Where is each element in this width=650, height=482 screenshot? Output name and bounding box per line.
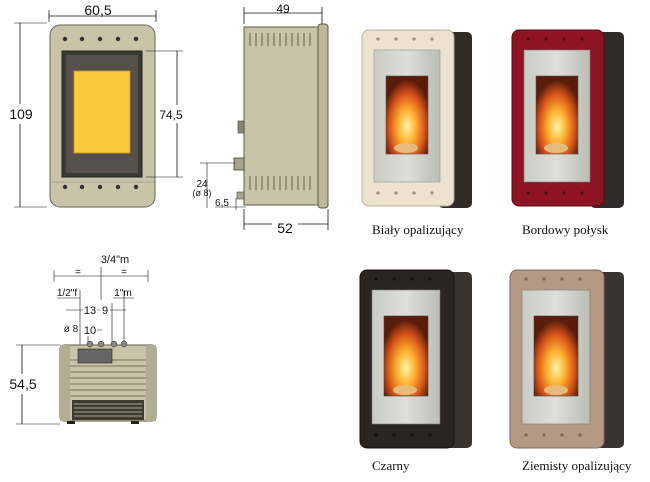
variant-caption-earthy: Ziemisty opalizujący: [522, 458, 632, 473]
variant-caption-burgundy: Bordowy połysk: [522, 222, 609, 237]
stove-variant-white: [361, 29, 472, 208]
side-depth-bottom-label: 52: [277, 220, 293, 236]
front-width-label: 60,5: [84, 2, 111, 18]
front-height-label: 109: [9, 106, 33, 122]
diameter-label: ø 8: [64, 324, 79, 335]
pipe-right-label: 1"m: [114, 288, 131, 299]
stove-variant-black: [359, 269, 472, 449]
glass-panel: [73, 70, 131, 154]
stove-variant-earthy: [509, 269, 624, 449]
outlet-diameter-label: (ø 8): [193, 188, 212, 198]
svg-text:=: =: [75, 267, 81, 278]
side-depth-top-label: 49: [276, 2, 290, 16]
side-view: 49 24 (ø 8) 6,5 52: [193, 2, 329, 236]
pipe-left-label: 1/2"f: [57, 288, 77, 299]
connection-panel: [77, 348, 113, 364]
top-view: 3/4"m = = 1/2"f 1"m 13 9 ø 8 10: [3, 254, 157, 425]
variant-caption-black: Czarny: [372, 458, 410, 473]
spacing-left-label: 13: [84, 305, 96, 317]
svg-text:=: =: [121, 267, 127, 278]
variant-caption-white: Biały opalizujący: [372, 222, 464, 237]
stove-variant-burgundy: [511, 29, 624, 208]
door-height-label: 74,5: [159, 108, 183, 122]
flue-outlet: [233, 157, 245, 171]
top-height-label: 54,5: [9, 376, 36, 392]
outlet-offset-label: 6,5: [215, 198, 229, 209]
stove-body-side: [243, 26, 321, 206]
pipe-top-label: 3/4"m: [101, 254, 129, 266]
spacing-right-label: 9: [102, 305, 108, 317]
outlet-height-label: 24: [196, 179, 208, 190]
front-view: 60,5 109 74,5: [5, 2, 186, 208]
spacing-mid-label: 10: [84, 325, 96, 337]
